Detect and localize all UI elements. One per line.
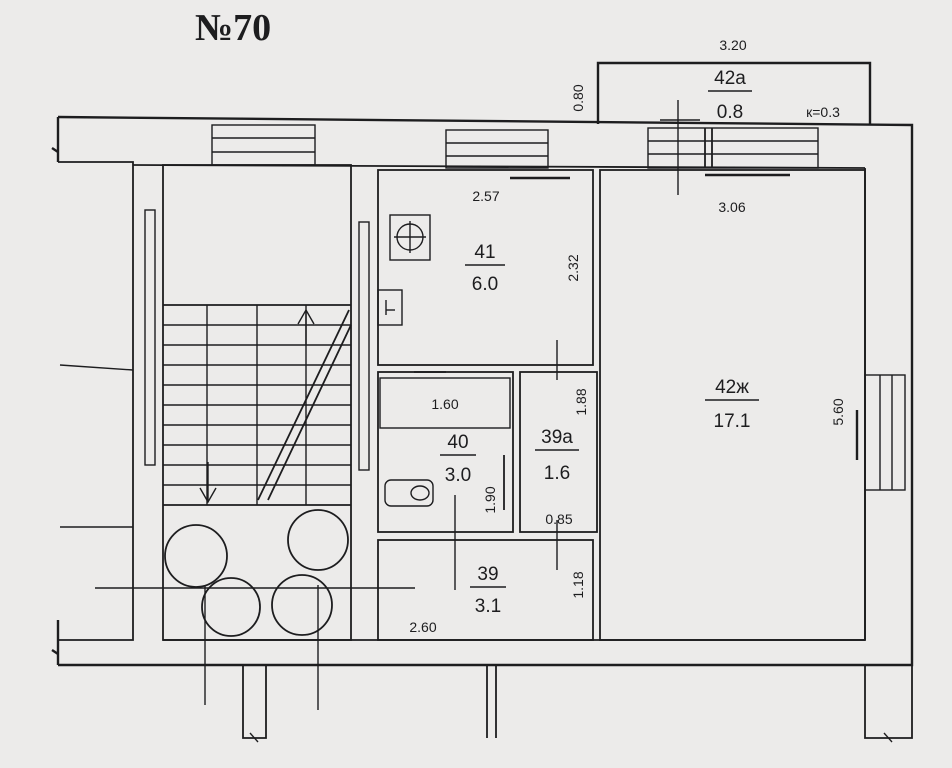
room-label-40: 40 3.0 (440, 432, 476, 486)
top-windows (211, 124, 819, 169)
room-number: 40 (447, 432, 468, 453)
room-area: 3.1 (475, 596, 501, 617)
dim-balcony-width: 3.20 (719, 37, 746, 53)
dim-bath-width: 1.90 (482, 486, 498, 513)
dim-room39a-width: 0.85 (545, 511, 572, 527)
dim-room39-length: 1.18 (570, 571, 586, 598)
room-area: 6.0 (472, 274, 498, 295)
room-number: 39 (477, 564, 498, 585)
interior-walls (377, 169, 866, 641)
bottom-stubs (242, 665, 913, 743)
room-label-41: 41 6.0 (465, 242, 505, 295)
room-area: 1.6 (544, 463, 570, 484)
room-label-42zh: 42ж 17.1 (705, 377, 759, 432)
shaft-circles (95, 509, 415, 710)
plan-title: №70 (195, 7, 271, 49)
room-number: 39а (541, 427, 573, 448)
dim-room39-width: 2.60 (409, 619, 436, 635)
balcony (596, 61, 872, 195)
room-area: 3.0 (445, 465, 471, 486)
right-window (864, 374, 906, 491)
room-area: 17.1 (714, 411, 751, 432)
dimension-labels: 3.20 0.80 к=0.3 3.06 5.60 2.57 2.32 1.60… (409, 37, 846, 635)
dim-balcony-depth: 0.80 (570, 84, 586, 111)
dim-bath-length: 1.60 (431, 396, 458, 412)
room-label-39: 39 3.1 (470, 564, 506, 617)
dim-balcony-k: к=0.3 (806, 104, 840, 120)
room-label-39a: 39а 1.6 (535, 427, 579, 484)
dim-room39a-length: 1.88 (573, 388, 589, 415)
dim-room42zh-width: 3.06 (718, 199, 745, 215)
room-label-42a: 42а 0.8 (708, 68, 752, 123)
room-number: 42а (714, 68, 746, 89)
room-area: 0.8 (717, 102, 743, 123)
room-number: 41 (474, 242, 495, 263)
dim-room42zh-length: 5.60 (830, 398, 846, 425)
stairwell (144, 164, 370, 641)
room-number: 42ж (715, 377, 749, 398)
dim-room41-width: 2.57 (472, 188, 499, 204)
dim-room41-length: 2.32 (565, 254, 581, 281)
